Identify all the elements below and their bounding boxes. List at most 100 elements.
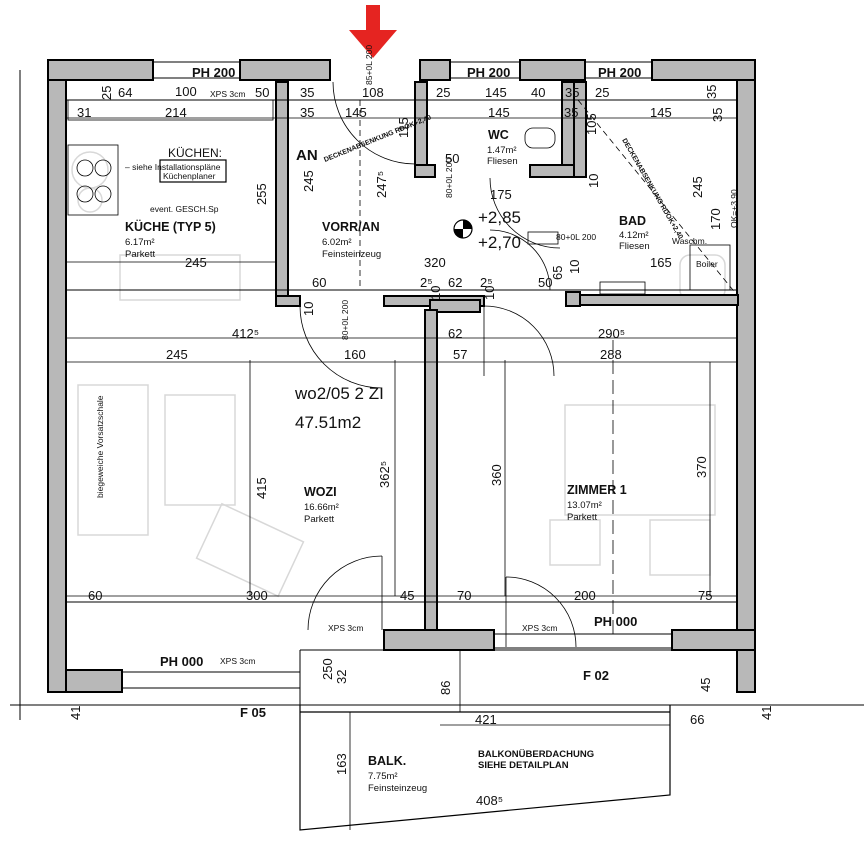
- dim-label: 35: [300, 85, 314, 100]
- note-door-vr: 80+0L 200: [340, 300, 350, 340]
- room-bad-name: BAD: [619, 214, 646, 228]
- note-vorsatz: biegeweiche Vorsatzschale: [95, 395, 105, 498]
- dim-label: 25: [436, 85, 450, 100]
- room-wc-area: 1.47m²: [487, 145, 517, 156]
- dim-label: 45: [400, 588, 414, 603]
- dim-label: 50: [445, 151, 459, 166]
- room-zimmer1-area: 13.07m²: [567, 500, 602, 511]
- room-wozi-area: 16.66m²: [304, 502, 339, 513]
- dim-label: 145: [488, 105, 510, 120]
- room-vorraum-area: 6.02m²: [322, 237, 352, 248]
- dim-label: 145: [650, 105, 672, 120]
- dim-label: 200: [574, 588, 596, 603]
- note-kuechen-title: KÜCHEN:: [168, 146, 222, 160]
- dimension-labels: 100 64 25 50 35 108 25 145 40 35 25 35 3…: [68, 84, 774, 808]
- unit-area: 47.51m2: [295, 413, 361, 432]
- dim-label: 70: [457, 588, 471, 603]
- dim-label: 35: [300, 105, 314, 120]
- unit-id: wo2/05 2 ZI: [294, 384, 384, 403]
- dim-label: 50: [255, 85, 269, 100]
- dim-label: 421: [475, 712, 497, 727]
- room-wozi-floor: Parkett: [304, 514, 334, 525]
- note-door-wc: 80+0L 200: [444, 158, 454, 198]
- dim-label: 108: [362, 85, 384, 100]
- dim-label: 165: [650, 255, 672, 270]
- note-balkon-2: SIEHE DETAILPLAN: [478, 760, 569, 771]
- dim-label: 415: [254, 477, 269, 499]
- dim-label: 35: [564, 105, 578, 120]
- dim-label: 62: [448, 275, 462, 290]
- kitchen-counter: [67, 99, 274, 216]
- level-bottom: +2,70: [478, 233, 521, 252]
- note-balkon-1: BALKONÜBERDACHUNG: [478, 749, 594, 760]
- ph-top-mid: PH 200: [467, 65, 510, 80]
- room-vorraum-floor: Feinsteinzeug: [322, 249, 381, 260]
- ph-bottom-right: PH 000: [594, 614, 637, 629]
- dim-label: 45: [698, 678, 713, 692]
- level-top: +2,85: [478, 208, 521, 227]
- room-bad-area: 4.12m²: [619, 230, 649, 241]
- note-kuechen-line1: – siehe Installationspläne: [125, 162, 221, 172]
- dim-label: 290⁵: [598, 326, 625, 341]
- dim-label: 214: [165, 105, 187, 120]
- dim-label: 412⁵: [232, 326, 259, 341]
- dim-label: 31: [77, 105, 91, 120]
- dim-label: 255: [254, 183, 269, 205]
- window-f02: F 02: [583, 668, 609, 683]
- dim-label: 75: [698, 588, 712, 603]
- dim-label: 320: [424, 255, 446, 270]
- room-wozi-name: WOZI: [304, 485, 337, 499]
- room-bad-floor: Fliesen: [619, 241, 650, 252]
- dim-label: 86: [438, 681, 453, 695]
- dim-label: 245: [185, 255, 207, 270]
- dim-label: 408⁵: [476, 793, 503, 808]
- ph-top-left: PH 200: [192, 65, 235, 80]
- note-ok: OK=+3,90: [729, 189, 739, 228]
- dim-label: 288: [600, 347, 622, 362]
- note-xps-right: XPS 3cm: [522, 623, 557, 633]
- dim-label: 35: [710, 108, 725, 122]
- note-an: AN: [296, 147, 318, 164]
- dim-label: 35: [704, 85, 719, 99]
- dim-label: 65: [550, 266, 565, 280]
- dim-label: 10: [301, 302, 316, 316]
- room-wc-floor: Fliesen: [487, 156, 518, 167]
- balcony-outline: [299, 705, 671, 831]
- dim-label: 145: [485, 85, 507, 100]
- level-marker-icon: [453, 219, 473, 239]
- dim-label: 10: [482, 286, 497, 300]
- dim-label: 115: [396, 117, 411, 138]
- room-zimmer1-name: ZIMMER 1: [567, 483, 627, 497]
- room-zimmer1-floor: Parkett: [567, 512, 597, 523]
- note-door-bad: 80+0L 200: [556, 232, 596, 242]
- window-f05: F 05: [240, 705, 266, 720]
- dim-label: 163: [334, 753, 349, 775]
- dim-label: 40: [531, 85, 545, 100]
- furniture-background: [71, 151, 726, 598]
- windows: [10, 61, 864, 830]
- dim-label: 362⁵: [377, 461, 392, 488]
- room-kueche-floor: Parkett: [125, 249, 155, 260]
- walls: [47, 59, 756, 693]
- room-kueche-area: 6.17m²: [125, 237, 155, 248]
- dim-label: 25: [595, 85, 609, 100]
- dim-label: 300: [246, 588, 268, 603]
- room-vorraum-name: VORR/AN: [322, 220, 380, 234]
- dim-label: 41: [759, 706, 774, 720]
- dim-label: 170: [708, 208, 723, 230]
- dim-label: 60: [312, 275, 326, 290]
- dim-label: 66: [690, 712, 704, 727]
- dim-label: 62: [448, 326, 462, 341]
- dim-label: 360: [489, 464, 504, 486]
- note-waschm: Waschm.: [672, 236, 707, 246]
- dim-label: 57: [453, 347, 467, 362]
- dim-label: 10: [428, 286, 443, 300]
- dim-label: 25: [99, 86, 114, 100]
- dim-label: 60: [88, 588, 102, 603]
- dim-label: 2⁵: [480, 275, 493, 290]
- room-balkon-area: 7.75m²: [368, 771, 398, 782]
- dim-label: 10: [586, 174, 601, 188]
- dim-label: 245: [301, 170, 316, 192]
- dim-label: 10: [567, 260, 582, 274]
